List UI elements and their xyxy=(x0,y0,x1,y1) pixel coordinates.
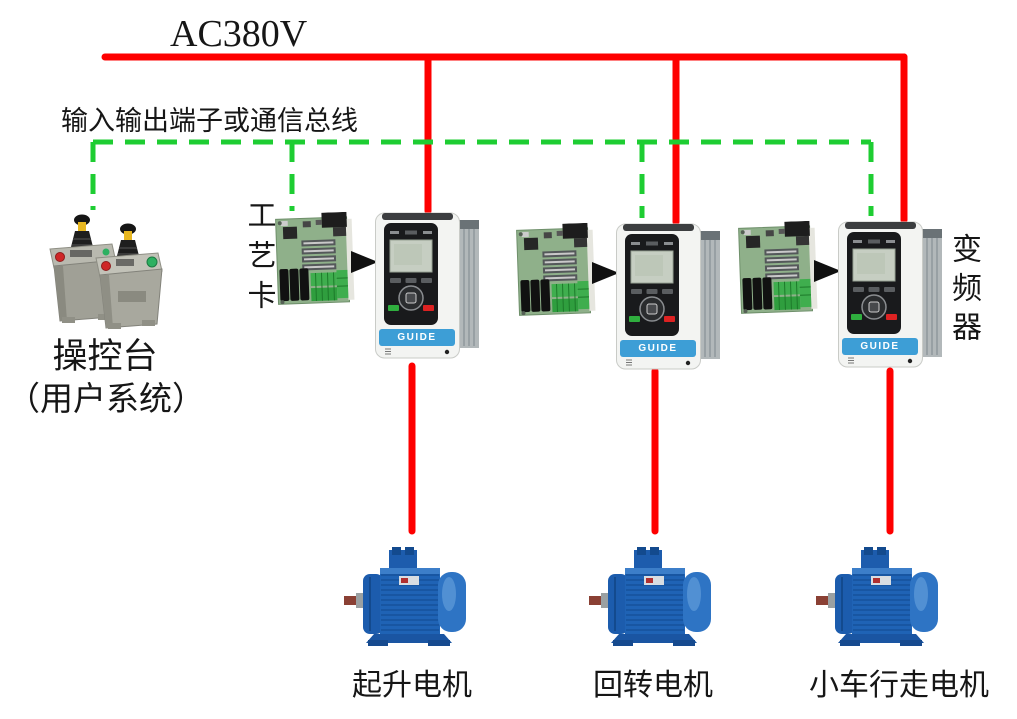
signal-arrow-icon xyxy=(592,262,619,284)
drive-group-trolley: GUIDE xyxy=(738,219,953,374)
operator-console-image xyxy=(49,214,163,329)
inverter-label: 变频器 xyxy=(947,233,980,350)
inverter-brand-label: GUIDE xyxy=(860,341,900,352)
slew-motor-image xyxy=(589,547,719,647)
console-label: 操控台 xyxy=(52,337,158,376)
comm-bus-label: 输入输出端子或通信总线 xyxy=(61,106,358,136)
process-card-image xyxy=(515,223,596,318)
trolley-motor-label: 小车行走电机 xyxy=(809,669,989,702)
drive-group-hoist: GUIDE xyxy=(275,210,490,365)
trolley-motor-image xyxy=(816,547,946,647)
power-voltage-label: AC380V xyxy=(170,13,308,55)
inverter-brand-label: GUIDE xyxy=(638,343,678,354)
inverter-brand-label: GUIDE xyxy=(397,332,437,343)
signal-arrow-icon xyxy=(814,260,841,282)
process-card-image xyxy=(274,212,355,307)
process-card-label: 工艺卡 xyxy=(243,200,275,320)
hoist-motor-label: 起升电机 xyxy=(352,669,472,702)
comm-lines xyxy=(90,139,874,218)
signal-arrow-icon xyxy=(351,251,378,273)
hoist-motor-image xyxy=(344,547,474,647)
drive-group-slew: GUIDE xyxy=(516,221,731,376)
process-card-image xyxy=(737,221,818,316)
slew-motor-label: 回转电机 xyxy=(593,669,713,702)
console-sublabel: （用户系统） xyxy=(7,382,205,418)
